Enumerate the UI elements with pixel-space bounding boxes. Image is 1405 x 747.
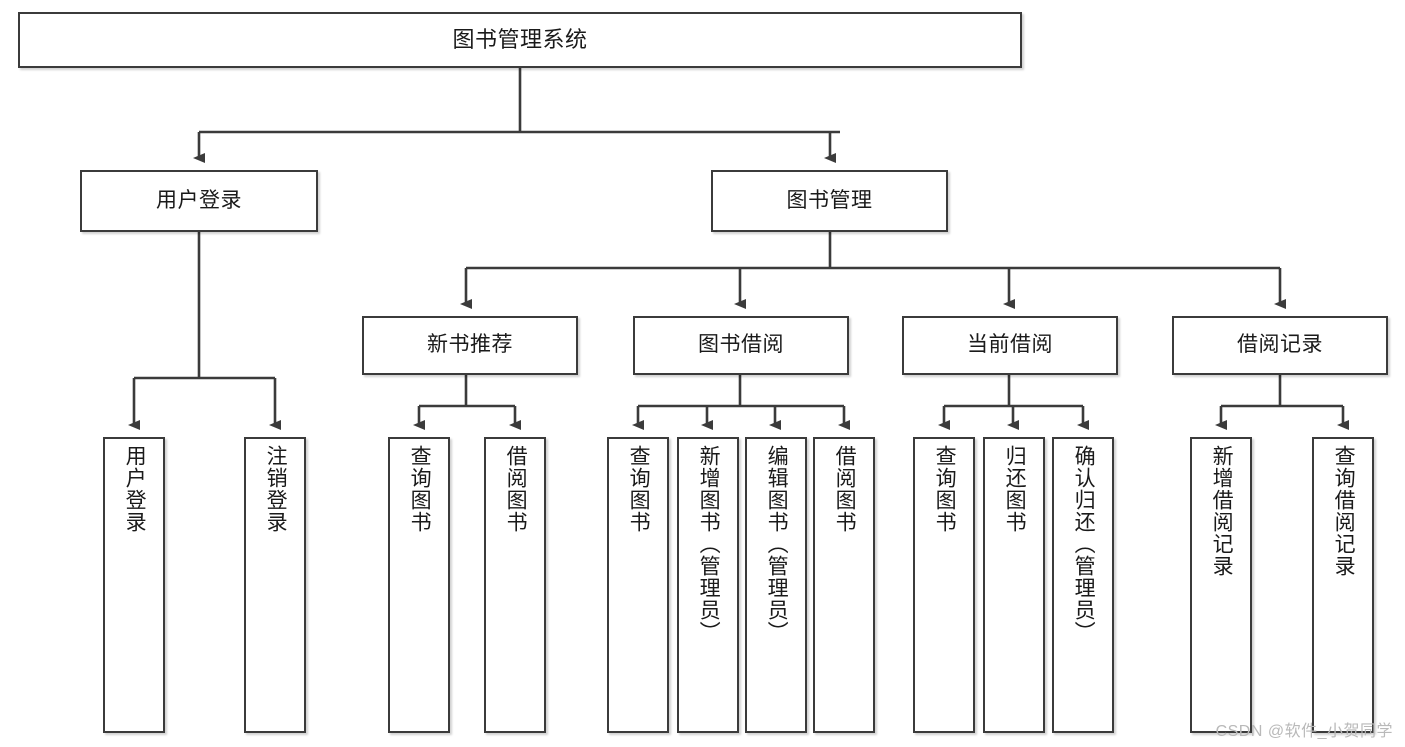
- node-new-book-recommend[interactable]: 新书推荐: [362, 316, 578, 375]
- node-label: 用户登录: [123, 445, 147, 533]
- node-label: 借阅图书: [833, 445, 857, 533]
- node-label: 新增图书（管理员）: [697, 445, 721, 643]
- node-label: 图书管理系统: [452, 27, 588, 53]
- node-label: 编辑图书（管理员）: [765, 445, 789, 643]
- leaf-confirm-return-admin[interactable]: 确认归还（管理员）: [1052, 437, 1114, 733]
- leaf-query-book-recommend[interactable]: 查询图书: [388, 437, 450, 733]
- leaf-query-book-borrow[interactable]: 查询图书: [607, 437, 669, 733]
- node-user-login[interactable]: 用户登录: [80, 170, 318, 232]
- leaf-query-book-current[interactable]: 查询图书: [913, 437, 975, 733]
- node-label: 查询借阅记录: [1332, 445, 1356, 577]
- leaf-borrow-book-recommend[interactable]: 借阅图书: [484, 437, 546, 733]
- leaf-borrow-book[interactable]: 借阅图书: [813, 437, 875, 733]
- watermark: CSDN @软件_小贺同学: [1215, 723, 1393, 740]
- node-label: 注销登录: [264, 445, 288, 533]
- leaf-add-borrow-record[interactable]: 新增借阅记录: [1190, 437, 1252, 733]
- leaf-return-book[interactable]: 归还图书: [983, 437, 1045, 733]
- node-label: 借阅记录: [1237, 333, 1323, 357]
- leaf-edit-book-admin[interactable]: 编辑图书（管理员）: [745, 437, 807, 733]
- node-label: 图书借阅: [698, 333, 784, 357]
- node-label: 归还图书: [1003, 445, 1027, 533]
- leaf-add-book-admin[interactable]: 新增图书（管理员）: [677, 437, 739, 733]
- node-label: 新书推荐: [427, 333, 513, 357]
- node-label: 确认归还（管理员）: [1072, 445, 1096, 643]
- node-label: 图书管理: [786, 188, 873, 212]
- leaf-query-borrow-record[interactable]: 查询借阅记录: [1312, 437, 1374, 733]
- node-borrow-records[interactable]: 借阅记录: [1172, 316, 1388, 375]
- node-label: 查询图书: [408, 445, 432, 533]
- node-current-borrow[interactable]: 当前借阅: [902, 316, 1118, 375]
- node-root-system[interactable]: 图书管理系统: [18, 12, 1022, 68]
- leaf-user-login[interactable]: 用户登录: [103, 437, 165, 733]
- node-label: 借阅图书: [504, 445, 528, 533]
- node-book-management[interactable]: 图书管理: [711, 170, 948, 232]
- node-book-borrow[interactable]: 图书借阅: [633, 316, 849, 375]
- node-label: 用户登录: [156, 188, 242, 212]
- leaf-logout[interactable]: 注销登录: [244, 437, 306, 733]
- node-label: 查询图书: [627, 445, 651, 533]
- node-label: 当前借阅: [967, 333, 1053, 357]
- node-label: 新增借阅记录: [1210, 445, 1234, 577]
- node-label: 查询图书: [933, 445, 957, 533]
